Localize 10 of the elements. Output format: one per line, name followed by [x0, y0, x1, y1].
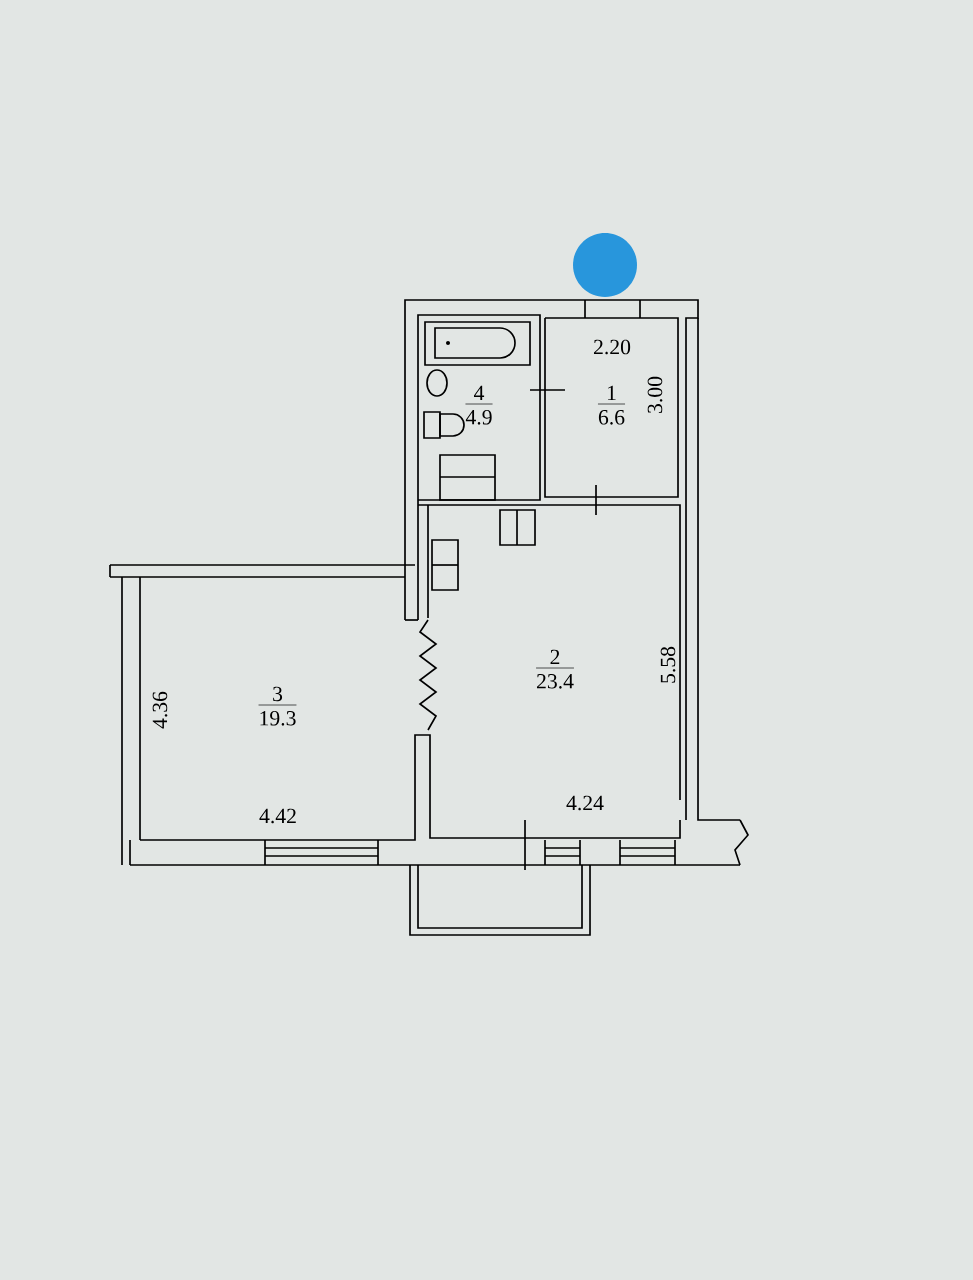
room: 1 6.6: [597, 385, 626, 425]
dimension-label: 4.42: [259, 808, 296, 824]
dimension-label: 3.00: [647, 376, 663, 413]
dimension-label: 4.36: [152, 691, 168, 729]
room: 3 19.3: [258, 686, 297, 726]
room: 4 4.9: [465, 385, 493, 425]
room: 2 23.4: [535, 649, 575, 689]
dimension-label: 4.24: [566, 795, 604, 811]
dimension-label: 2.20: [594, 339, 631, 355]
dimension-label: 5.58: [660, 646, 676, 683]
